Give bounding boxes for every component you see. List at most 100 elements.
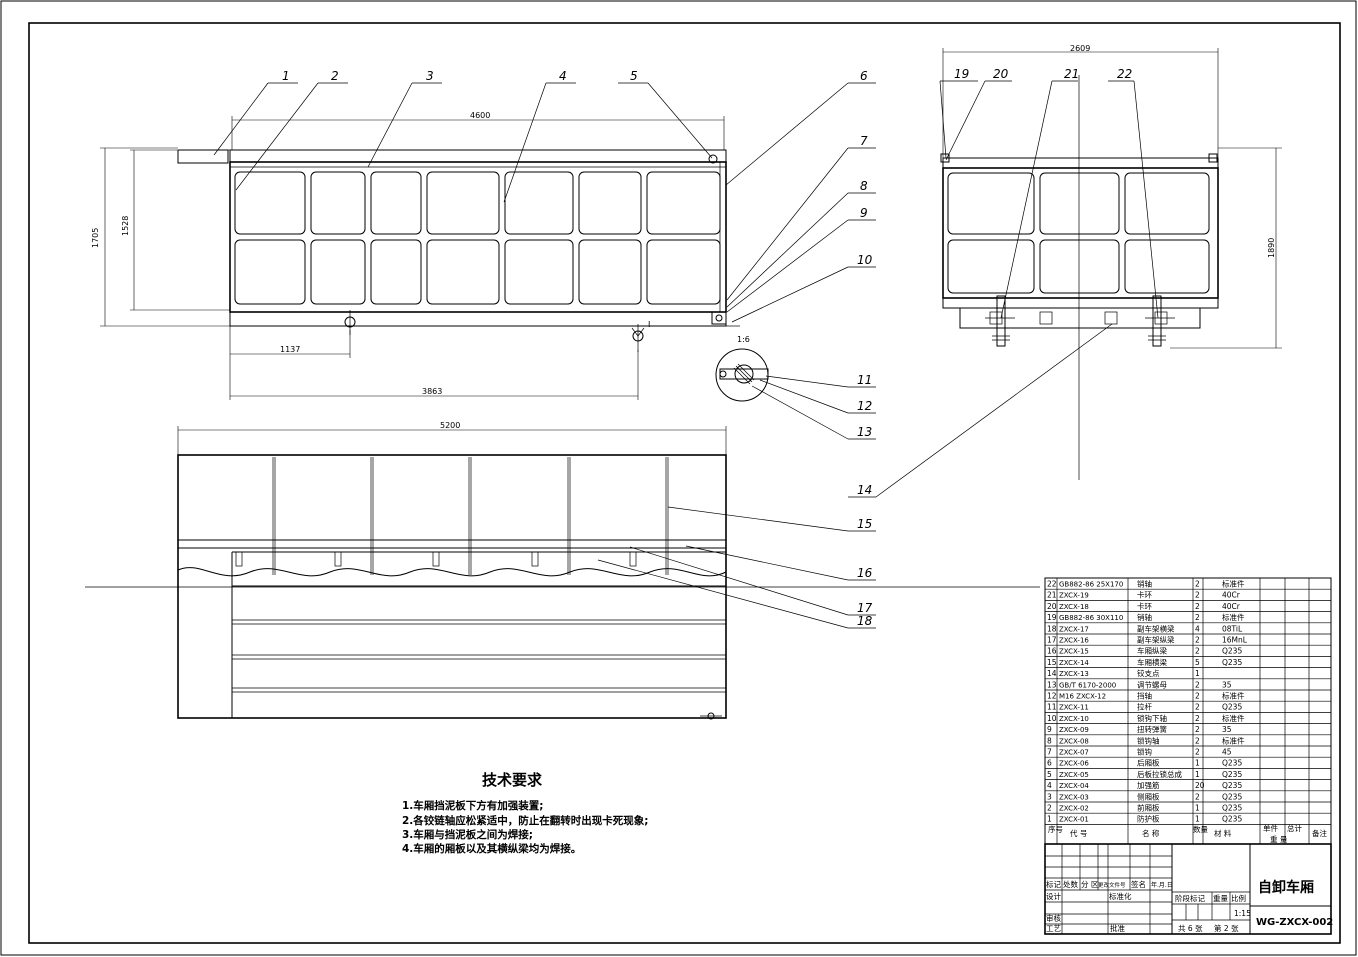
- bom-no: 20: [1047, 602, 1057, 611]
- bom-no: 2: [1047, 804, 1052, 813]
- subframe-cross: [334, 551, 342, 567]
- bom-mat: Q235: [1222, 792, 1242, 801]
- bom-mat: Q235: [1222, 815, 1242, 824]
- bom-qty: 2: [1195, 602, 1200, 611]
- bom-qty: 4: [1195, 624, 1200, 633]
- side-panel: [310, 171, 366, 235]
- bom-no: 21: [1047, 591, 1057, 600]
- bom-qty: 2: [1195, 680, 1200, 689]
- leader-line: [751, 385, 849, 440]
- bom-name: 铰支点: [1137, 668, 1160, 678]
- end-panel: [947, 239, 1035, 294]
- bom-name: 副车架横梁: [1137, 623, 1175, 633]
- bom-qty: 5: [1195, 658, 1200, 667]
- bom-h-code: 代 号: [1070, 828, 1087, 838]
- tech-item-3: 3.车厢与挡泥板之间为焊接;: [402, 828, 533, 841]
- bom-no: 7: [1047, 748, 1052, 757]
- side-panel: [426, 239, 500, 305]
- bom-mat: 40Cr: [1222, 591, 1241, 600]
- bom-code: ZXCX-02: [1059, 805, 1089, 813]
- bom-no: 16: [1047, 647, 1057, 656]
- tb-approve: 批准: [1110, 923, 1126, 933]
- bom-code: ZXCX-11: [1059, 704, 1089, 712]
- bom-h-qty: 数量: [1193, 824, 1209, 834]
- bom-code: ZXCX-18: [1059, 603, 1089, 611]
- bom-code: ZXCX-14: [1059, 659, 1089, 667]
- tech-item-2: 2.各铰链轴应松紧适中，防止在翻转时出现卡死现象;: [402, 814, 649, 827]
- title-block: 标记 处数 分 区 更改文件号 签名 年.月.日 设计 标准化 阶段标记 重量 …: [1044, 843, 1333, 935]
- bom-qty: 20: [1195, 781, 1205, 790]
- bom-qty: 2: [1195, 736, 1200, 745]
- bom-name: 副车架纵梁: [1137, 635, 1175, 645]
- tech-title: 技术要求: [482, 771, 543, 789]
- leader-line: [667, 506, 849, 532]
- leader-line: [629, 546, 849, 616]
- bom-no: 10: [1047, 714, 1057, 723]
- part-label-7: 7: [860, 134, 868, 148]
- bom-mat: 标准件: [1222, 713, 1245, 723]
- bom-code: GB882-86 30X110: [1059, 614, 1123, 622]
- dim-1705: 1705: [91, 228, 100, 248]
- leader-line: [367, 82, 413, 168]
- leader-line: [213, 82, 269, 156]
- side-panel: [646, 239, 721, 305]
- bom-mat: Q235: [1222, 759, 1242, 768]
- bom-no: 13: [1047, 680, 1057, 689]
- end-panel: [1039, 239, 1120, 294]
- bom-mat: 标准件: [1222, 735, 1245, 745]
- leader-line: [725, 82, 849, 186]
- side-panel: [504, 171, 574, 235]
- leader-line: [875, 323, 1113, 498]
- part-label-1: 1: [282, 69, 290, 83]
- bom-no: 22: [1047, 580, 1057, 589]
- bom-name: 卡环: [1137, 601, 1153, 611]
- part-label-13: 13: [857, 425, 872, 439]
- bom-qty: 1: [1195, 815, 1200, 824]
- bom-name: 防护板: [1137, 814, 1160, 824]
- bom-no: 3: [1047, 792, 1052, 801]
- bom-no: 9: [1047, 725, 1052, 734]
- bom-qty: 1: [1195, 759, 1200, 768]
- bom-mat: 45: [1222, 748, 1232, 757]
- tb-sign: 签名: [1131, 879, 1146, 889]
- part-label-14: 14: [857, 483, 872, 497]
- bom-name: 车厢横梁: [1137, 657, 1167, 667]
- side-panel: [370, 171, 422, 235]
- bom-h-mass: 重 量: [1270, 835, 1288, 844]
- bom-no: 18: [1047, 624, 1057, 633]
- part-label-6: 6: [860, 69, 868, 83]
- roman-mark: I: [648, 320, 650, 329]
- end-panel: [1039, 172, 1120, 235]
- tb-process: 工艺: [1046, 924, 1061, 933]
- dim-1890: 1890: [1267, 238, 1276, 258]
- bom-code: ZXCX-13: [1059, 670, 1089, 678]
- bom-name: 锁钩下轴: [1137, 713, 1167, 723]
- detail-scale-text: 1:6: [737, 335, 750, 344]
- bom-code: ZXCX-10: [1059, 715, 1089, 723]
- bom-name: 销轴: [1137, 579, 1152, 589]
- leader-line: [726, 219, 849, 313]
- subframe-cross: [235, 551, 243, 567]
- leader-line: [685, 545, 849, 581]
- drawing-frame: [28, 22, 1341, 944]
- bom-code: ZXCX-03: [1059, 793, 1089, 801]
- end-panel: [1124, 172, 1210, 235]
- bom-name: 扭转弹簧: [1137, 724, 1167, 734]
- bom-no: 8: [1047, 736, 1052, 745]
- bom-qty: 2: [1195, 636, 1200, 645]
- bom-code: ZXCX-05: [1059, 771, 1089, 779]
- side-panel: [234, 171, 306, 235]
- tech-item-4: 4.车厢的厢板以及其横纵梁均为焊接。: [402, 842, 581, 855]
- bom-no: 12: [1047, 692, 1057, 701]
- bom-mat: 40Cr: [1222, 602, 1241, 611]
- tb-count: 处数: [1063, 879, 1079, 889]
- bom-code: GB/T 6170-2000: [1059, 681, 1116, 689]
